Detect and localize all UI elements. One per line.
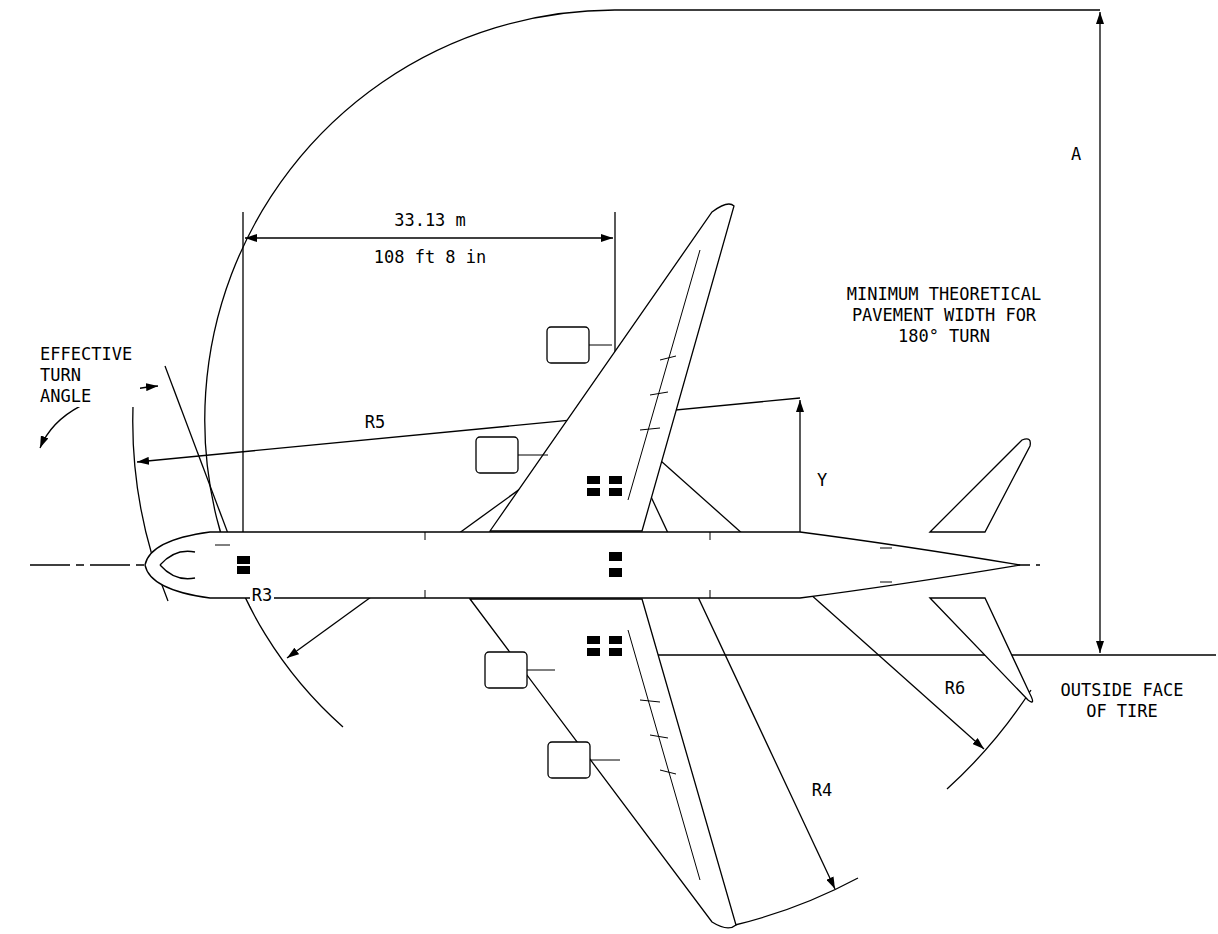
radius-label: R6	[943, 678, 967, 699]
radius-r5	[137, 398, 800, 462]
dimension-a	[1099, 12, 1100, 653]
wing	[470, 599, 736, 928]
engine	[476, 437, 518, 473]
dimension-letter: Y	[815, 470, 829, 491]
radius-label: R5	[363, 412, 387, 433]
stabilizer	[930, 439, 1030, 532]
note-text: EFFECTIVE TURN ANGLE	[38, 344, 140, 407]
stabilizer	[930, 598, 1033, 702]
engine	[485, 652, 527, 688]
cockpit	[160, 551, 195, 579]
extension-line	[615, 9, 1100, 10]
note-text: MINIMUM THEORETICAL PAVEMENT WIDTH FOR 1…	[842, 284, 1047, 347]
radius-arc	[947, 690, 1031, 789]
fuselage	[145, 532, 1020, 598]
note-text: OUTSIDE FACE OF TIRE	[1056, 680, 1189, 722]
radius-label: R4	[810, 780, 834, 801]
landing-gear	[237, 476, 622, 656]
extension-line	[242, 212, 243, 560]
dimension-value: 108 ft 8 in	[372, 247, 489, 268]
radius-label: R3	[250, 585, 274, 606]
engine	[548, 742, 590, 778]
tire-face-line	[618, 654, 1216, 655]
engine	[547, 327, 589, 363]
dimension-letter: A	[1069, 144, 1083, 165]
wheelbase-dimension	[245, 237, 613, 238]
wing-detail	[215, 250, 892, 880]
dimension-value: 33.13 m	[392, 210, 468, 231]
wing	[490, 204, 734, 531]
radius-arc	[735, 878, 858, 925]
